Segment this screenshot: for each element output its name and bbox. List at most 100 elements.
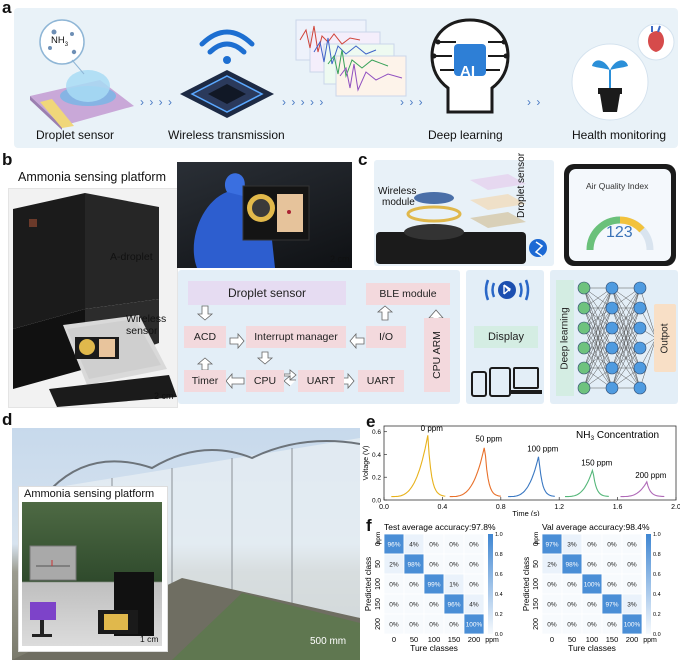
colorbar-tick: 1.0 [653,532,661,538]
matrix-cell-value: 0% [587,542,597,549]
matrix-row-label: 150 [375,598,382,610]
droplet-sensor-illustration: NH3 [22,18,142,130]
inset-photo-content [22,502,162,646]
nn-node [633,361,647,375]
colorbar-tick: 0.6 [653,572,661,578]
matrix-cell [621,613,643,635]
scale-bar-main: 500 mm [310,636,347,647]
step-deep-learning: Deep learning [428,128,503,142]
matrix-cell-value: 0% [547,582,557,589]
matrix-col-label: 200 [468,635,481,644]
block-timer: Timer [184,370,226,392]
matrix-xlabel: Ture classes [410,643,458,653]
colorbar-tick: 0.4 [495,592,503,598]
matrix-cell-value: 0% [607,542,617,549]
matrix-cell-value: 0% [607,622,617,629]
colorbar-1 [646,534,651,634]
matrix-cell-value: 0% [389,602,399,609]
matrix-cell-value: 97% [545,542,558,549]
arrow-chevrons-1: › › › › [140,95,173,109]
scale-bar-b1: 2 cm [154,391,174,401]
wireless-chip-illustration [172,14,282,126]
matrix-col-label: 100 [428,635,441,644]
matrix-xlabel: Ture classes [568,643,616,653]
x-tick-label: 0.0 [379,504,389,511]
x-tick-label: 1.2 [554,504,564,511]
matrix-row-label: 150 [533,598,540,610]
nn-node [577,381,591,395]
matrix-col-label: 150 [606,635,619,644]
ai-chip-label: AI [460,63,475,80]
matrix-cell-value: 0% [469,542,479,549]
peak-label-4: 200 ppm [635,471,666,480]
matrix-col-label: 150 [448,635,461,644]
series-line-2 [508,456,555,498]
inset-title: Ammonia sensing platform [24,488,155,500]
panel-letter-a: a [2,0,12,17]
block-ble-module: BLE module [366,283,450,305]
matrix-col-label: 200 [626,635,639,644]
nn-connection [583,287,613,369]
phone-app-screen: Air Quality Index 123 [564,164,676,266]
health-monitoring-illustration [564,18,676,126]
devices-icon [471,367,542,397]
nn-node [605,381,619,395]
matrix-cell-value: 0% [449,622,459,629]
phone-aqi-value: 123 [606,224,633,241]
droplet-sensor-vertical-label: Droplet sensor [516,152,527,218]
matrix-cell-value: 0% [547,602,557,609]
matrix-row-label: 50 [533,560,540,568]
matrix-cell-value: 0% [587,562,597,569]
nn-connection [583,307,613,389]
wireless-module-photo [374,160,554,266]
block-interrupt-manager: Interrupt manager [246,326,346,348]
nn-connection [611,347,641,389]
matrix-ppm-bottom: ppm [643,637,657,644]
panel-letter-d: d [2,410,13,429]
matrix-row-label: 0 [533,542,540,546]
hand-sensor-photo [177,162,352,268]
matrix-ylabel: Predicted class [364,557,373,611]
nn-node [605,341,619,355]
chart-e-frame [383,425,677,501]
wireless-module-label-1: Wireless [378,186,417,197]
series-line-3 [565,468,609,498]
matrix-cell-value: 0% [547,622,557,629]
bluetooth-signal-icon [484,279,530,301]
colorbar-0 [488,534,493,634]
peak-label-3: 150 ppm [581,458,612,467]
matrix-cell-value: 0% [429,602,439,609]
nn-node [605,301,619,315]
matrix-cell-value: 0% [627,582,637,589]
matrix-col-label: 50 [568,635,576,644]
matrix-cell-value: 0% [429,542,439,549]
x-tick-label: 0.4 [438,504,448,511]
nh3-label: NH3 [51,35,69,48]
panel-letter-f: f [366,516,372,535]
matrix-cell-value: 0% [567,622,577,629]
matrix-cell-value: 1% [449,582,459,589]
matrix-cell-value: 3% [627,602,637,609]
matrix-row-label: 50 [375,560,382,568]
matrix-cell-value: 0% [587,602,597,609]
block-acd: ACD [184,326,226,348]
panel-letter-c: c [358,150,368,169]
matrix-cell-value: 0% [429,622,439,629]
nn-node [605,361,619,375]
step-health-monitoring: Health monitoring [572,128,667,142]
step-droplet-sensor: Droplet sensor [36,128,115,142]
matrix-cell-value: 4% [409,542,419,549]
wireless-sensor-label-line1: Wireless [126,313,167,325]
nn-connection [611,287,641,369]
block-uart-1: UART [298,370,344,392]
scale-bar-inset: 1 cm [140,634,159,644]
step-wireless-transmission: Wireless transmission [168,128,285,142]
arrow-chevrons-2: › › › › › [282,95,325,109]
scale-bar-b2: 2 cm [330,254,350,264]
matrix-row-label: 200 [375,618,382,630]
matrix-cell-value: 0% [409,622,419,629]
matrix-cell-value: 100% [584,582,601,589]
colorbar-tick: 0.2 [653,612,661,618]
matrix-cell-value: 0% [449,562,459,569]
